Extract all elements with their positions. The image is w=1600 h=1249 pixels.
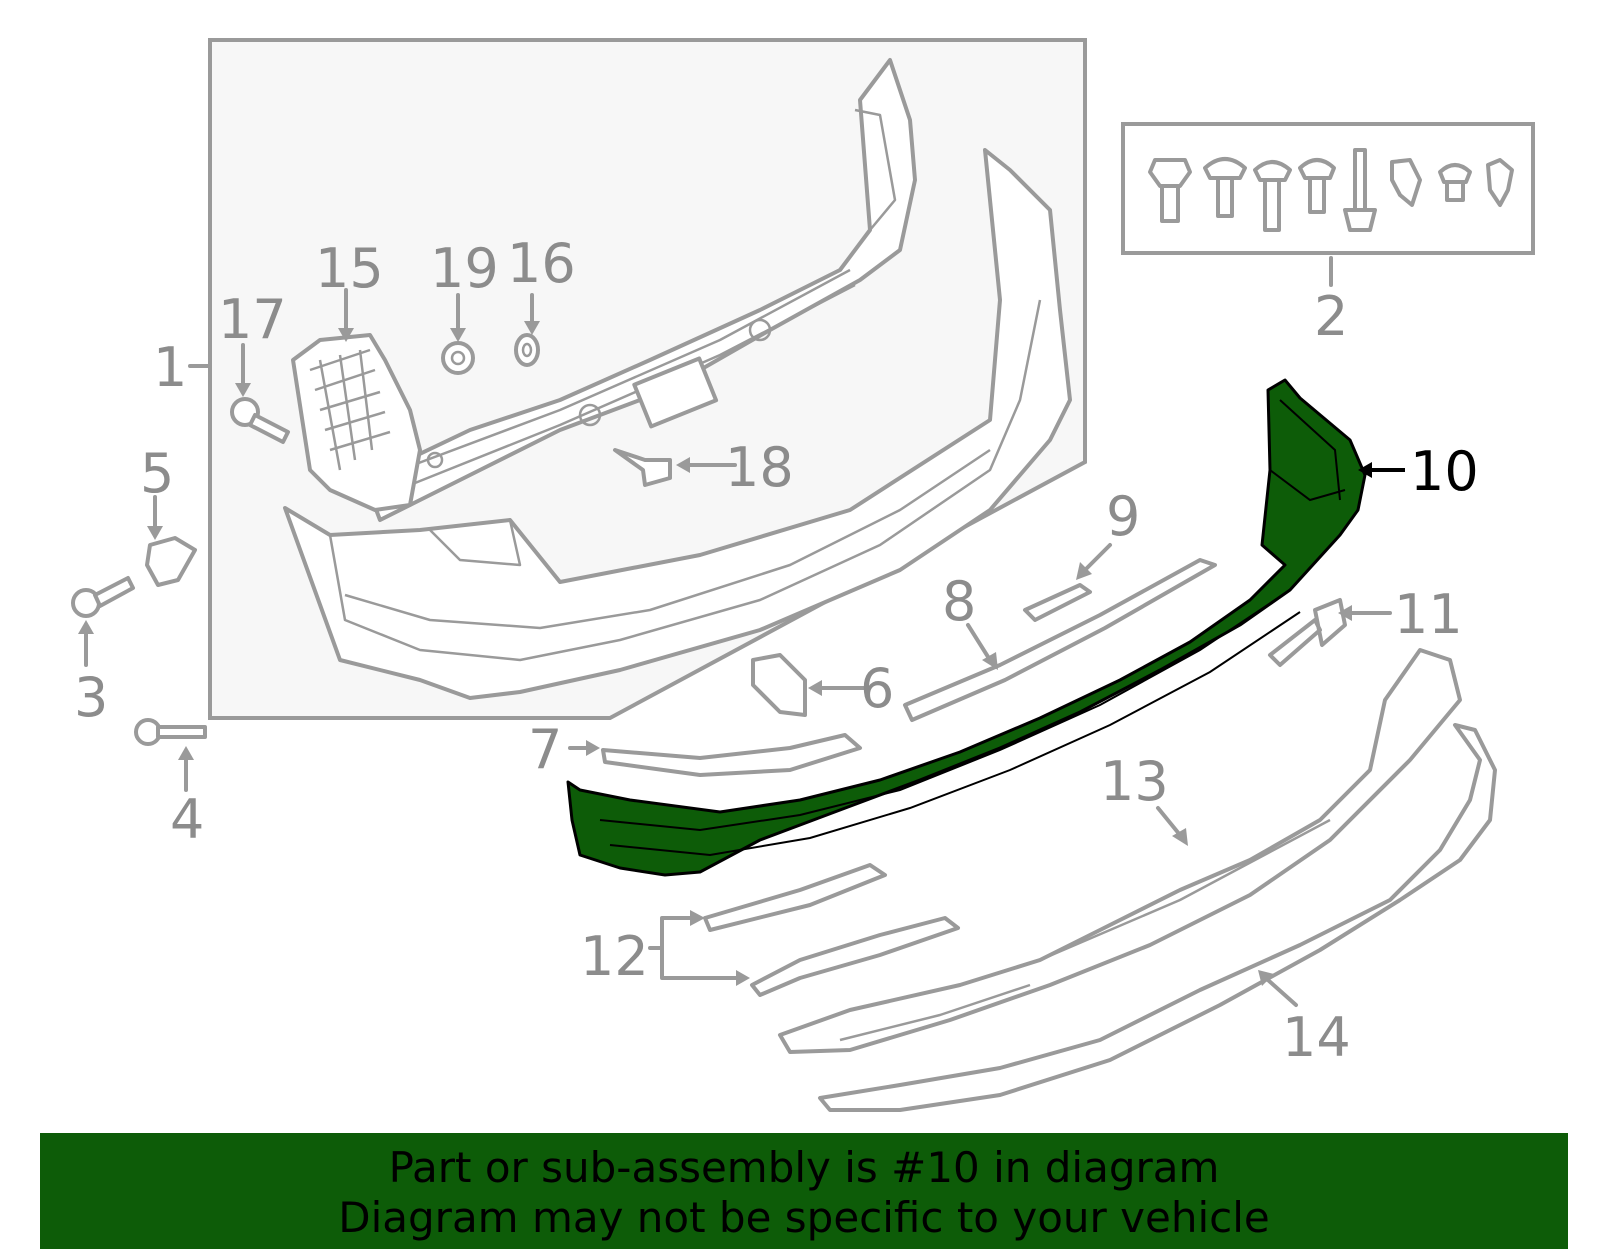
leader-lines (78, 256, 1392, 1007)
part-3-bolt (71, 576, 135, 618)
bumper-cover (283, 148, 1072, 700)
callout-1: 1 (153, 336, 187, 399)
callout-11: 11 (1394, 583, 1463, 646)
part-15-bracket (291, 333, 422, 512)
part-16-washer (514, 333, 540, 367)
callout-6: 6 (860, 657, 894, 720)
hardware-kit-fasteners (1148, 148, 1514, 232)
part-7-molding (601, 733, 862, 777)
part-13-lower-trim (778, 648, 1462, 1054)
part-4-bolt (134, 718, 207, 746)
part-12-trim-upper (703, 863, 887, 932)
part-10-diffuser-highlighted (566, 378, 1367, 877)
part-12-trim-lower (750, 916, 960, 997)
parts-diagram: 1 2 3 4 5 6 7 8 9 10 11 12 13 14 15 16 1… (71, 38, 1535, 1112)
callout-7: 7 (528, 718, 562, 781)
part-18-clip (613, 448, 672, 487)
callout-13: 13 (1100, 750, 1169, 813)
bumper-reinforcement-beam (363, 58, 917, 522)
part-6-cap (751, 653, 807, 717)
callout-9: 9 (1106, 485, 1140, 548)
callout-16: 16 (507, 232, 576, 295)
callout-17: 17 (218, 288, 287, 351)
part-11-bracket (1268, 598, 1347, 667)
part-8-strip (903, 558, 1217, 722)
callout-10: 10 (1410, 440, 1479, 503)
callout-5: 5 (140, 442, 174, 505)
callout-4: 4 (170, 788, 204, 851)
part-9-reflector (1023, 583, 1092, 622)
callout-15: 15 (315, 237, 384, 300)
callout-18: 18 (725, 436, 794, 499)
leader-line-10 (1358, 462, 1405, 478)
part-14-lower-trim (818, 723, 1497, 1112)
callout-8: 8 (942, 570, 976, 633)
part-17-bolt (230, 397, 290, 444)
part-5-clip (145, 536, 197, 587)
hardware-box-2 (1121, 122, 1535, 255)
callout-3: 3 (74, 666, 108, 729)
part-19-nut (441, 341, 475, 375)
callout-2: 2 (1314, 285, 1348, 348)
callout-12: 12 (580, 925, 649, 988)
callout-14: 14 (1282, 1006, 1351, 1069)
footer-line-2: Diagram may not be specific to your vehi… (338, 1193, 1270, 1242)
footer-banner: Part or sub-assembly is #10 in diagram D… (40, 1133, 1568, 1249)
callout-19: 19 (430, 237, 499, 300)
footer-line-1: Part or sub-assembly is #10 in diagram (388, 1143, 1220, 1192)
